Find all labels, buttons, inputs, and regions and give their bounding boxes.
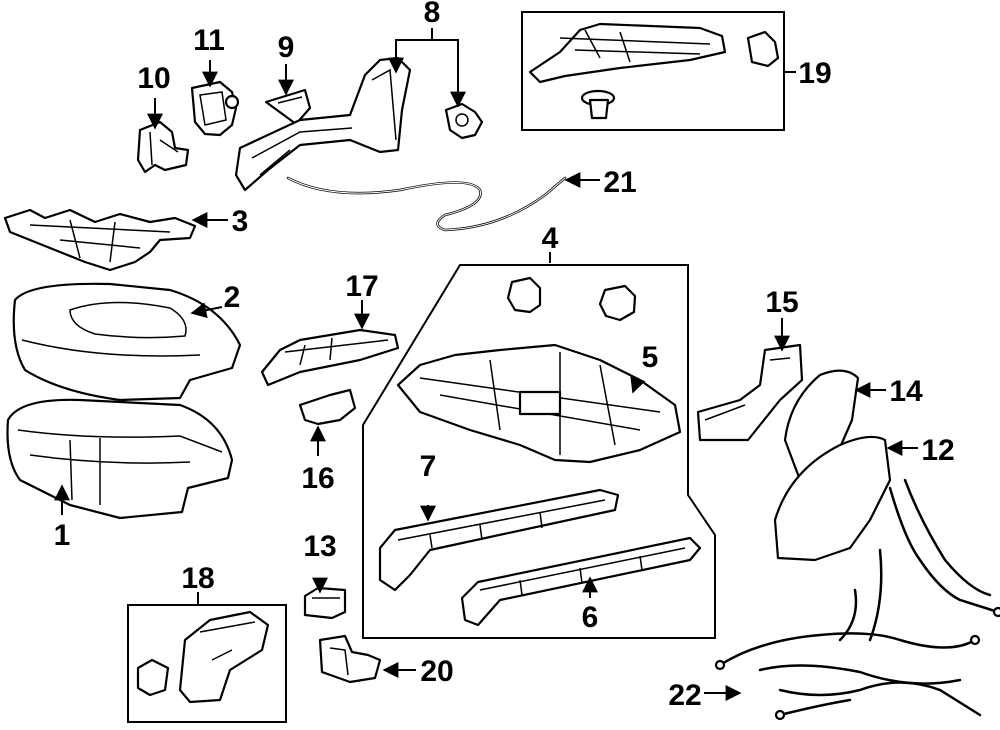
part-7-seat-track[interactable] — [378, 488, 620, 592]
callout-7: 7 — [420, 450, 437, 483]
callout-3: 3 — [232, 205, 249, 238]
part-20-bracket[interactable] — [318, 634, 382, 684]
part-5-seat-frame[interactable] — [396, 343, 682, 464]
callout-13: 13 — [303, 530, 336, 563]
callout-14: 14 — [889, 375, 923, 408]
part-17-rail-cover[interactable] — [260, 328, 400, 387]
part-3-seat-heater[interactable] — [3, 208, 197, 272]
part-12-shield[interactable] — [773, 435, 892, 562]
part-8-knob[interactable] — [444, 102, 484, 140]
leader-lines — [54, 28, 918, 701]
callout-labels: 1 2 3 4 5 6 7 8 9 10 11 12 13 14 15 16 1… — [54, 0, 955, 712]
callout-8: 8 — [424, 0, 441, 29]
callout-16: 16 — [301, 462, 334, 495]
part-13-switch[interactable] — [303, 586, 347, 620]
part-19-clip-a[interactable] — [746, 30, 780, 68]
callout-22: 22 — [668, 679, 701, 712]
part-14-shield[interactable] — [783, 369, 860, 482]
part-10-bracket[interactable] — [136, 120, 190, 174]
part-18-clip[interactable] — [136, 658, 170, 697]
part-21-cable[interactable] — [286, 176, 567, 232]
part-1-cushion-cover[interactable] — [6, 398, 234, 520]
callout-10: 10 — [137, 62, 170, 95]
part-4-cap-b[interactable] — [598, 284, 637, 322]
callout-2: 2 — [224, 281, 241, 314]
callout-19: 19 — [798, 57, 831, 90]
part-19-clip-b[interactable] — [580, 89, 616, 120]
callout-18: 18 — [181, 562, 214, 595]
callout-9: 9 — [278, 31, 295, 64]
callout-1: 1 — [54, 519, 71, 552]
part-15-bracket[interactable] — [696, 343, 804, 442]
callout-12: 12 — [921, 434, 954, 467]
part-22-wire-harness[interactable] — [714, 478, 1000, 721]
callout-17: 17 — [345, 270, 378, 303]
callout-21: 21 — [603, 166, 636, 199]
callout-6: 6 — [582, 601, 599, 634]
callout-4: 4 — [542, 222, 559, 255]
part-8-side-shield[interactable] — [234, 56, 412, 192]
callout-15: 15 — [765, 286, 798, 319]
callout-11: 11 — [193, 24, 225, 57]
inset-frame-18 — [127, 604, 287, 723]
callout-5: 5 — [642, 341, 659, 374]
part-11-switch-bracket[interactable] — [190, 80, 240, 137]
inset-frame-4 — [362, 264, 716, 639]
part-18-cover[interactable] — [178, 610, 270, 704]
part-4-cap-a[interactable] — [506, 276, 542, 314]
callout-20: 20 — [420, 655, 453, 688]
part-16-cover[interactable] — [298, 388, 357, 426]
part-19-trim-cover[interactable] — [528, 22, 727, 84]
part-2-cushion-pad[interactable] — [12, 282, 242, 402]
part-6-seat-track[interactable] — [460, 536, 702, 627]
